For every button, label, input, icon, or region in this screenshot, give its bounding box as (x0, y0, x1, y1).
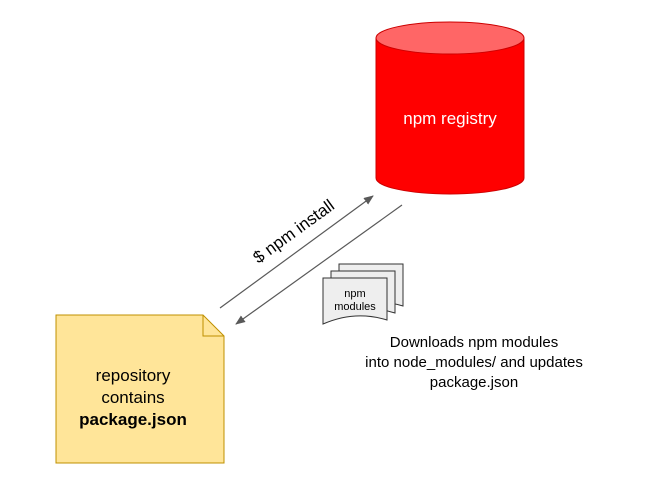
modules-label-line2: modules (334, 301, 376, 313)
downloads-note: Downloads npm modules into node_modules/… (365, 334, 583, 391)
downloads-note-line3: package.json (430, 374, 518, 391)
downloads-note-line2: into node_modules/ and updates (365, 354, 583, 371)
repository-label-line1: repository (96, 366, 171, 385)
npm-registry-cylinder: npm registry (375, 21, 525, 195)
repository-document: repository contains package.json (55, 314, 225, 464)
repository-shape (55, 314, 225, 464)
repository-folded-corner (202, 315, 224, 337)
npm-modules-stack: npm modules (322, 263, 404, 325)
repository-label-line3: package.json (79, 410, 187, 429)
registry-label: npm registry (403, 109, 497, 128)
install-request-arrow (219, 195, 374, 309)
modules-label-line1: npm (344, 288, 365, 300)
downloads-note-line1: Downloads npm modules (390, 334, 558, 351)
download-response-arrow (235, 204, 403, 325)
module-document-front (322, 277, 388, 325)
repository-label-line2: contains (101, 388, 164, 407)
cylinder-body (375, 37, 525, 195)
cylinder-top (375, 21, 525, 55)
